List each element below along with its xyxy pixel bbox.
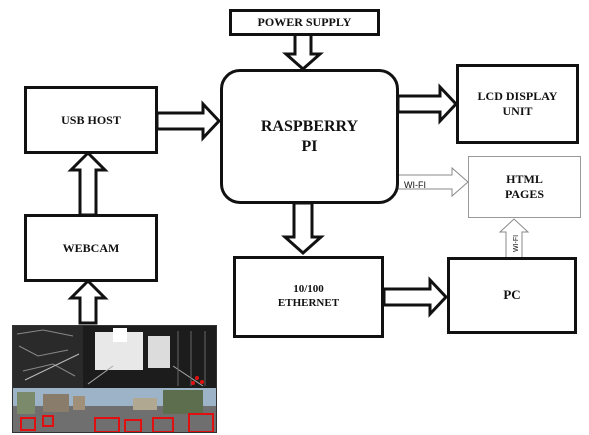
- ethernet-label: 10/100 ETHERNET: [277, 283, 340, 309]
- webcam-block: WEBCAM: [24, 214, 158, 282]
- ethernet-block: 10/100 ETHERNET: [233, 256, 384, 338]
- pc-block: PC: [447, 257, 577, 334]
- arrow-ethernet-to-pc: [382, 276, 449, 318]
- arrow-pc-to-html-wifi: [498, 218, 530, 259]
- arrow-pi-to-lcd: [396, 83, 459, 125]
- usb-host-label: USB HOST: [61, 112, 121, 127]
- power-supply-label: POWER SUPPLY: [257, 15, 352, 29]
- power-supply-block: POWER SUPPLY: [229, 9, 380, 36]
- camera-feed-image: [12, 325, 217, 433]
- arrow-webcam-to-usb: [67, 150, 109, 217]
- arrow-usb-to-pi: [155, 100, 222, 142]
- usb-host-block: USB HOST: [24, 86, 158, 154]
- arrow-camera-to-webcam: [67, 278, 109, 325]
- arrow-pi-to-ethernet: [281, 201, 325, 256]
- pc-label: PC: [503, 287, 521, 303]
- camera-feed-drawing: [13, 326, 216, 432]
- wifi-vertical-label: WI-FI: [513, 235, 520, 252]
- arrow-power-to-pi: [282, 32, 324, 72]
- raspberry-pi-label: RASPBERRY PI: [260, 117, 359, 155]
- lcd-display-block: LCD DISPLAY UNIT: [456, 64, 579, 144]
- webcam-label: WEBCAM: [62, 240, 120, 255]
- html-pages-label: HTML PAGES: [504, 172, 545, 201]
- html-pages-block: HTML PAGES: [468, 156, 581, 218]
- wifi-label: WI-FI: [404, 180, 426, 190]
- raspberry-pi-block: RASPBERRY PI: [220, 69, 399, 204]
- lcd-display-label: LCD DISPLAY UNIT: [477, 89, 558, 118]
- arrow-pi-to-html-wifi: [397, 166, 469, 198]
